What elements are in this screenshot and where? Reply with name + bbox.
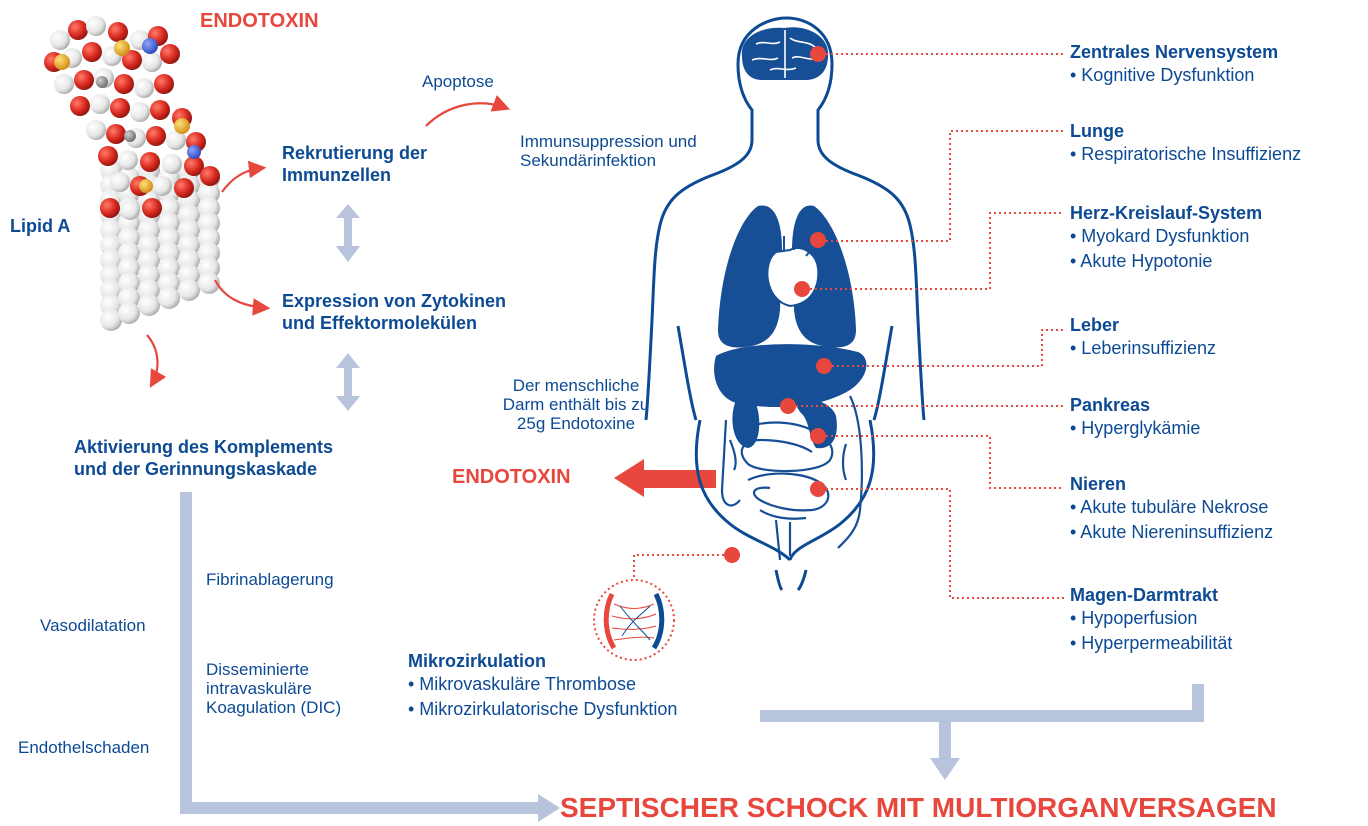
organ-leber: Leber • Leberinsuffizienz: [1070, 314, 1216, 361]
molecule-atom: [106, 124, 126, 144]
marker-heart: [794, 281, 810, 297]
molecule-atom: [86, 16, 106, 36]
outcome-label: SEPTISCHER SCHOCK MIT MULTIORGANVERSAGEN: [560, 792, 1277, 824]
molecule-atom: [140, 152, 160, 172]
molecule-atom: [118, 302, 140, 324]
molecule-atom: [146, 126, 166, 146]
mikrozirkulation-block: Mikrozirkulation • Mikrovaskuläre Thromb…: [408, 650, 677, 722]
mikrozirkulation-title: Mikrozirkulation: [408, 650, 677, 672]
heart-organ: [767, 248, 818, 306]
molecule-atom: [158, 287, 180, 309]
molecule-atom: [110, 172, 130, 192]
molecule-atom: [162, 154, 182, 174]
molecule-atom: [178, 279, 200, 301]
molecule-atom: [118, 150, 138, 170]
molecule-atom: [50, 30, 70, 50]
molecule-atom: [120, 200, 140, 220]
arrow-apoptose: [426, 103, 506, 126]
molecule-atom: [90, 94, 110, 114]
molecule-atom: [152, 176, 172, 196]
organ-pankreas: Pankreas • Hyperglykämie: [1070, 394, 1200, 441]
marker-microcirc: [724, 547, 740, 563]
molecule-atom: [139, 179, 153, 193]
molecule-atom: [174, 118, 190, 134]
marker-gut: [810, 481, 826, 497]
right-flow-line: [760, 684, 1198, 716]
endotoxin-mid-label: ENDOTOXIN: [452, 466, 571, 489]
molecule-atom: [130, 102, 150, 122]
mikrozirkulation-item: • Mikrozirkulatorische Dysfunktion: [408, 697, 677, 722]
mikrozirkulation-item: • Mikrovaskuläre Thrombose: [408, 672, 677, 697]
molecule-atom: [134, 78, 154, 98]
arrow-molecule-to-expression: [215, 280, 266, 308]
dic-label: DisseminierteintravaskuläreKoagulation (…: [206, 660, 341, 717]
molecule-atom: [96, 76, 108, 88]
fibrin-label: Fibrinablagerung: [206, 570, 334, 589]
molecule-atom: [174, 178, 194, 198]
marker-pancreas: [780, 398, 796, 414]
molecule-atom: [114, 74, 134, 94]
organ-lunge: Lunge • Respiratorische Insuffizienz: [1070, 120, 1301, 167]
molecule-atom: [74, 70, 94, 90]
endothel-label: Endothelschaden: [18, 738, 149, 757]
lipid-a-label: Lipid A: [10, 216, 70, 237]
molecule-atom: [124, 130, 136, 142]
marker-liver: [816, 358, 832, 374]
molecule-atom: [108, 22, 128, 42]
molecule-atom: [142, 38, 158, 54]
molecule-atom: [86, 120, 106, 140]
right-flow-arrowhead: [930, 758, 960, 780]
left-flow-arrowhead: [538, 794, 560, 822]
molecule-atom: [68, 20, 88, 40]
vasodilatation-label: Vasodilatation: [40, 616, 146, 635]
marker-brain: [810, 46, 826, 62]
double-arrow-1: [336, 204, 360, 262]
organ-nieren: Nieren • Akute tubuläre Nekrose • Akute …: [1070, 473, 1273, 545]
molecule-atom: [142, 198, 162, 218]
organ-herz: Herz-Kreislauf-System • Myokard Dysfunkt…: [1070, 202, 1262, 274]
molecule-atom: [98, 146, 118, 166]
molecule-atom: [100, 198, 120, 218]
double-arrow-2: [336, 353, 360, 411]
molecule-atom: [154, 74, 174, 94]
molecule-atom: [200, 166, 220, 186]
microcirculation-icon: [594, 580, 674, 660]
marker-lung: [810, 232, 826, 248]
organ-magen-darm: Magen-Darmtrakt • Hypoperfusion • Hyperp…: [1070, 584, 1232, 656]
organ-zns: Zentrales Nervensystem • Kognitive Dysfu…: [1070, 41, 1278, 88]
molecule-atom: [82, 42, 102, 62]
marker-kidney: [810, 428, 826, 444]
molecule-atom: [114, 40, 130, 56]
molecule-atom: [138, 294, 160, 316]
arrow-molecule-to-aktivierung: [147, 335, 157, 384]
liver-organ: [714, 344, 866, 407]
molecule-atom: [70, 96, 90, 116]
arrow-molecule-to-rekrutierung: [222, 168, 262, 192]
molecule-atom: [54, 74, 74, 94]
molecule-atom: [142, 52, 162, 72]
molecule-atom: [54, 54, 70, 70]
endotoxin-top-label: ENDOTOXIN: [200, 10, 319, 33]
molecule-atom: [160, 44, 180, 64]
molecule-atom: [187, 145, 201, 159]
molecule-atom: [110, 98, 130, 118]
apoptose-label: Apoptose: [422, 72, 494, 92]
molecule-atom: [150, 100, 170, 120]
endotoxin-big-arrow: [614, 459, 716, 497]
lipid-a-molecule: [44, 16, 220, 331]
